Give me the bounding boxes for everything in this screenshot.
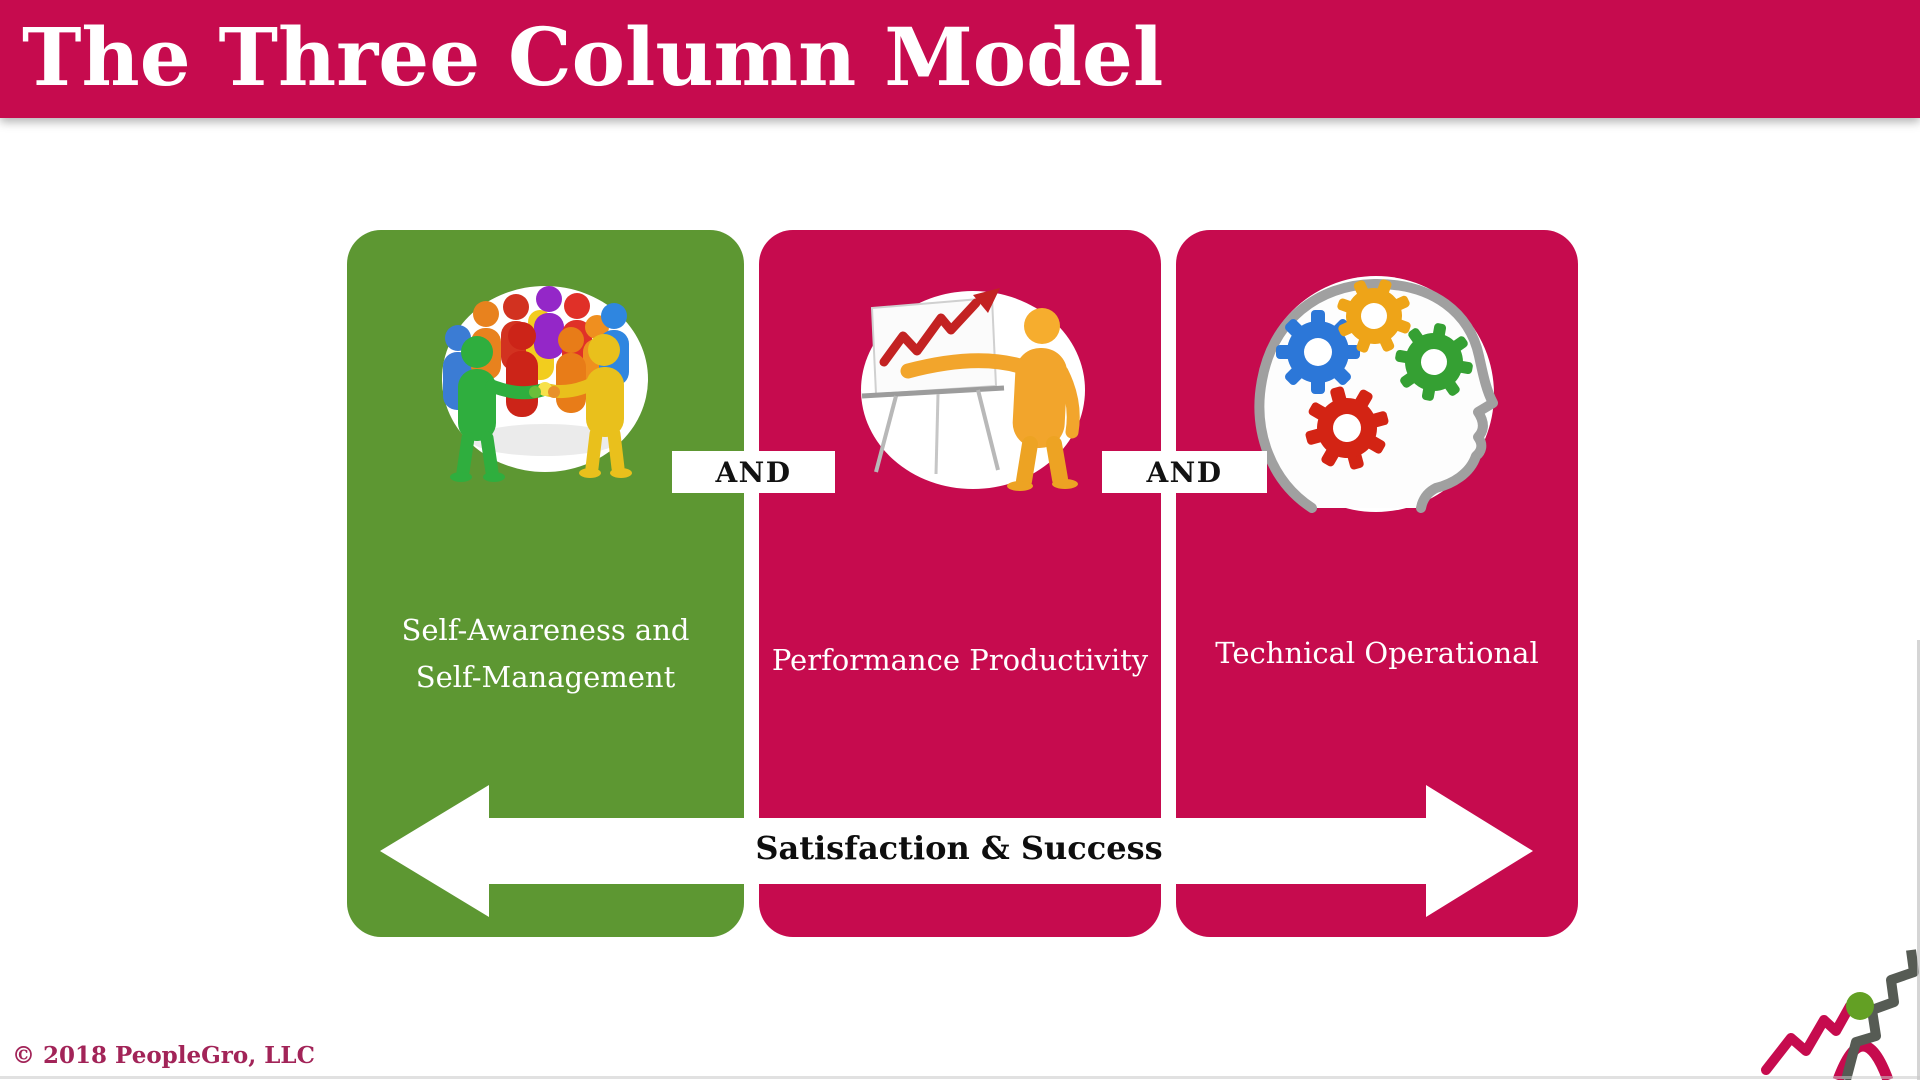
label-line-2: Self-Management bbox=[415, 660, 676, 694]
label-self-awareness: Self-Awareness and Self-Management bbox=[347, 607, 744, 701]
slide-edge-right bbox=[1917, 640, 1920, 1080]
label-technical: Technical Operational bbox=[1215, 636, 1539, 670]
page-title: The Three Column Model bbox=[22, 10, 1164, 104]
connector-and-2: AND bbox=[1102, 451, 1267, 493]
peoplegro-logo bbox=[1761, 949, 1919, 1080]
connector-and-1: AND bbox=[672, 451, 835, 493]
label-line-1: Self-Awareness and bbox=[401, 613, 690, 647]
slide-edge-bottom bbox=[0, 1076, 1920, 1079]
copyright-text: © 2018 PeopleGro, LLC bbox=[12, 1042, 315, 1069]
satisfaction-success-label: Satisfaction & Success bbox=[755, 829, 1163, 867]
label-performance: Performance Productivity bbox=[771, 643, 1149, 677]
title-bar: The Three Column Model bbox=[0, 0, 1920, 118]
